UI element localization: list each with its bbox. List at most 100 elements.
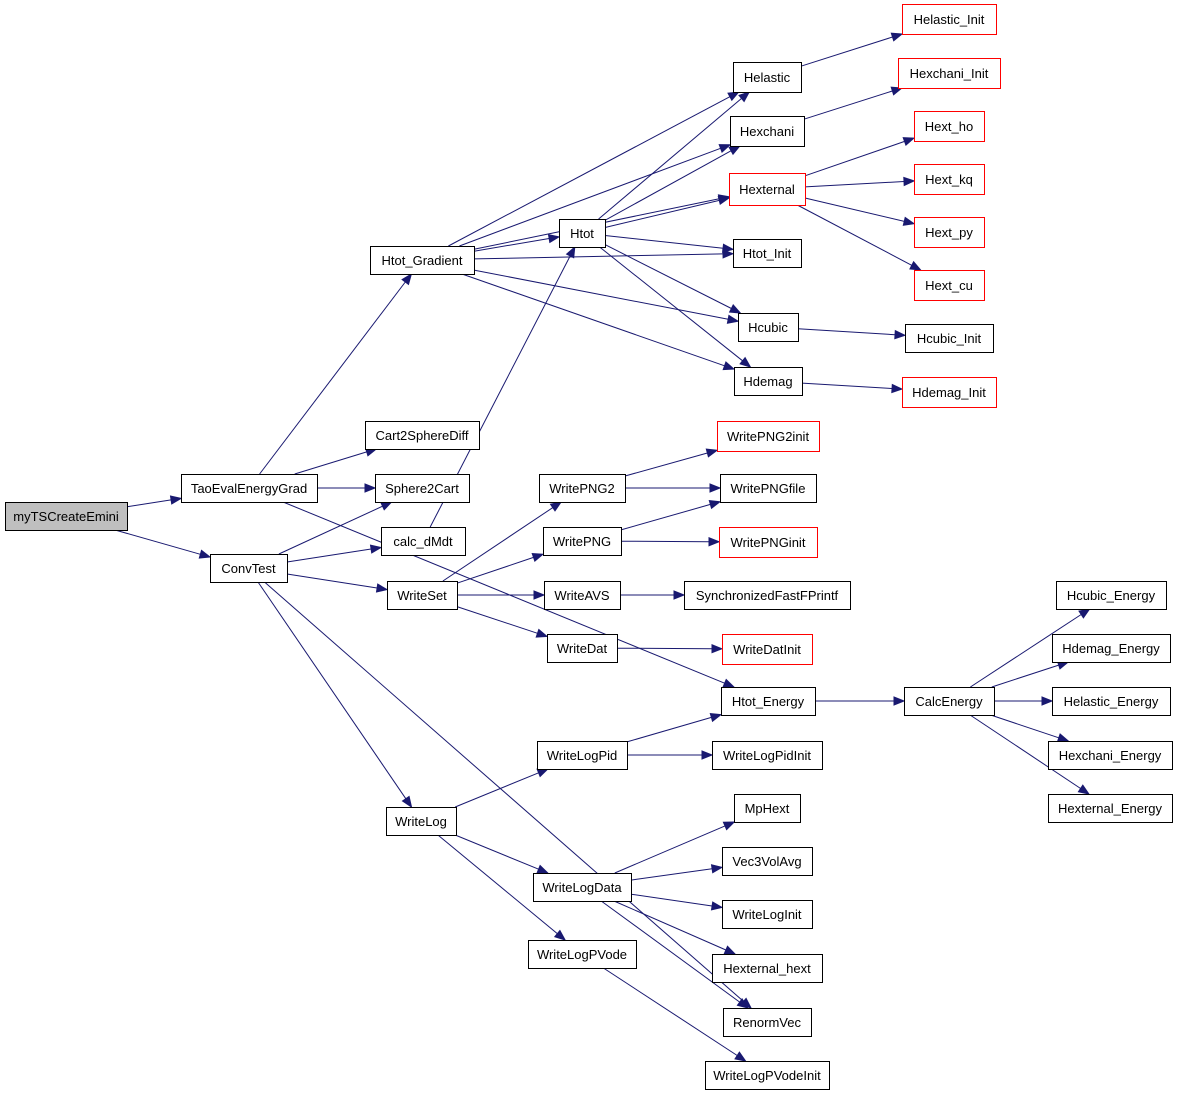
node-box[interactable] <box>1048 794 1173 823</box>
node-box[interactable] <box>712 741 823 770</box>
node-box[interactable] <box>902 377 997 408</box>
node-box[interactable] <box>733 239 802 268</box>
node-write-log-pvode-init[interactable]: WriteLogPVodeInit <box>705 1061 830 1090</box>
node-hexternal-energy[interactable]: Hexternal_Energy <box>1048 794 1173 823</box>
node-box[interactable] <box>370 246 475 275</box>
node-box[interactable] <box>543 527 622 556</box>
node-write-png[interactable]: WritePNG <box>543 527 622 556</box>
node-htot-gradient[interactable]: Htot_Gradient <box>370 246 475 275</box>
node-helastic[interactable]: Helastic <box>733 62 802 93</box>
node-hexternal-hext[interactable]: Hexternal_hext <box>712 954 823 983</box>
node-box[interactable] <box>705 1061 830 1090</box>
node-box[interactable] <box>722 634 813 665</box>
node-box[interactable] <box>734 367 803 396</box>
node-hexternal[interactable]: Hexternal <box>729 173 806 206</box>
node-calc-energy[interactable]: CalcEnergy <box>904 687 995 716</box>
node-box[interactable] <box>539 474 626 503</box>
node-write-dat-init[interactable]: WriteDatInit <box>722 634 813 665</box>
node-box[interactable] <box>722 900 813 929</box>
node-box[interactable] <box>1052 634 1171 663</box>
node-sphere2-cart[interactable]: Sphere2Cart <box>375 474 470 503</box>
node-htot[interactable]: Htot <box>559 219 606 248</box>
node-box[interactable] <box>719 527 818 558</box>
node-box[interactable] <box>712 954 823 983</box>
node-box[interactable] <box>375 474 470 503</box>
node-cart2-sphere-diff[interactable]: Cart2SphereDiff <box>365 421 480 450</box>
node-box[interactable] <box>537 741 628 770</box>
node-hexchani[interactable]: Hexchani <box>730 116 805 147</box>
node-write-log-data[interactable]: WriteLogData <box>533 873 632 902</box>
node-write-dat[interactable]: WriteDat <box>547 634 618 663</box>
node-calc-d-mdt[interactable]: calc_dMdt <box>381 527 466 556</box>
node-hext-cu[interactable]: Hext_cu <box>914 270 985 301</box>
node-mp-hext[interactable]: MpHext <box>734 794 801 823</box>
node-box[interactable] <box>902 4 997 35</box>
node-write-avs[interactable]: WriteAVS <box>544 581 621 610</box>
node-hcubic[interactable]: Hcubic <box>738 313 799 342</box>
node-box[interactable] <box>729 173 806 206</box>
node-box[interactable] <box>5 502 128 531</box>
node-write-log[interactable]: WriteLog <box>386 807 457 836</box>
node-box[interactable] <box>1052 687 1171 716</box>
node-renorm-vec[interactable]: RenormVec <box>723 1008 812 1037</box>
node-box[interactable] <box>914 111 985 142</box>
node-box[interactable] <box>528 940 637 969</box>
node-box[interactable] <box>730 116 805 147</box>
node-box[interactable] <box>733 62 802 93</box>
node-box[interactable] <box>914 270 985 301</box>
node-hext-ho[interactable]: Hext_ho <box>914 111 985 142</box>
node-box[interactable] <box>904 687 995 716</box>
node-box[interactable] <box>1056 581 1167 610</box>
node-box[interactable] <box>723 1008 812 1037</box>
node-box[interactable] <box>734 794 801 823</box>
node-hcubic-energy[interactable]: Hcubic_Energy <box>1056 581 1167 610</box>
node-conv-test[interactable]: ConvTest <box>210 554 288 583</box>
node-hdemag-energy[interactable]: Hdemag_Energy <box>1052 634 1171 663</box>
node-box[interactable] <box>720 474 817 503</box>
node-helastic-init[interactable]: Helastic_Init <box>902 4 997 35</box>
node-hexchani-energy[interactable]: Hexchani_Energy <box>1048 741 1173 770</box>
node-box[interactable] <box>738 313 799 342</box>
node-helastic-energy[interactable]: Helastic_Energy <box>1052 687 1171 716</box>
node-box[interactable] <box>533 873 632 902</box>
node-hext-py[interactable]: Hext_py <box>914 217 985 248</box>
node-box[interactable] <box>181 474 318 503</box>
node-write-set[interactable]: WriteSet <box>387 581 458 610</box>
node-box[interactable] <box>914 164 985 195</box>
node-box[interactable] <box>721 687 816 716</box>
node-write-png2[interactable]: WritePNG2 <box>539 474 626 503</box>
node-hcubic-init[interactable]: Hcubic_Init <box>905 324 994 353</box>
node-box[interactable] <box>387 581 458 610</box>
node-box[interactable] <box>210 554 288 583</box>
node-box[interactable] <box>1048 741 1173 770</box>
node-box[interactable] <box>717 421 820 452</box>
node-htot-energy[interactable]: Htot_Energy <box>721 687 816 716</box>
node-hexchani-init[interactable]: Hexchani_Init <box>898 58 1001 89</box>
node-box[interactable] <box>547 634 618 663</box>
node-hdemag[interactable]: Hdemag <box>734 367 803 396</box>
node-write-log-pid-init[interactable]: WriteLogPidInit <box>712 741 823 770</box>
node-my-tscreate-emini[interactable]: myTSCreateEmini <box>5 502 128 531</box>
node-write-pngfile[interactable]: WritePNGfile <box>720 474 817 503</box>
node-write-png2init[interactable]: WritePNG2init <box>717 421 820 452</box>
node-box[interactable] <box>559 219 606 248</box>
node-htot-init[interactable]: Htot_Init <box>733 239 802 268</box>
node-box[interactable] <box>365 421 480 450</box>
node-hext-kq[interactable]: Hext_kq <box>914 164 985 195</box>
node-box[interactable] <box>684 581 851 610</box>
node-box[interactable] <box>898 58 1001 89</box>
node-box[interactable] <box>722 847 813 876</box>
node-write-log-init[interactable]: WriteLogInit <box>722 900 813 929</box>
node-box[interactable] <box>905 324 994 353</box>
node-box[interactable] <box>914 217 985 248</box>
node-box[interactable] <box>386 807 457 836</box>
node-box[interactable] <box>544 581 621 610</box>
node-write-pnginit[interactable]: WritePNGinit <box>719 527 818 558</box>
node-box[interactable] <box>381 527 466 556</box>
node-write-log-pid[interactable]: WriteLogPid <box>537 741 628 770</box>
node-write-log-pvode[interactable]: WriteLogPVode <box>528 940 637 969</box>
node-tao-eval-energy-grad[interactable]: TaoEvalEnergyGrad <box>181 474 318 503</box>
node-hdemag-init[interactable]: Hdemag_Init <box>902 377 997 408</box>
node-synchronized-fast-fprintf[interactable]: SynchronizedFastFPrintf <box>684 581 851 610</box>
node-vec3-vol-avg[interactable]: Vec3VolAvg <box>722 847 813 876</box>
